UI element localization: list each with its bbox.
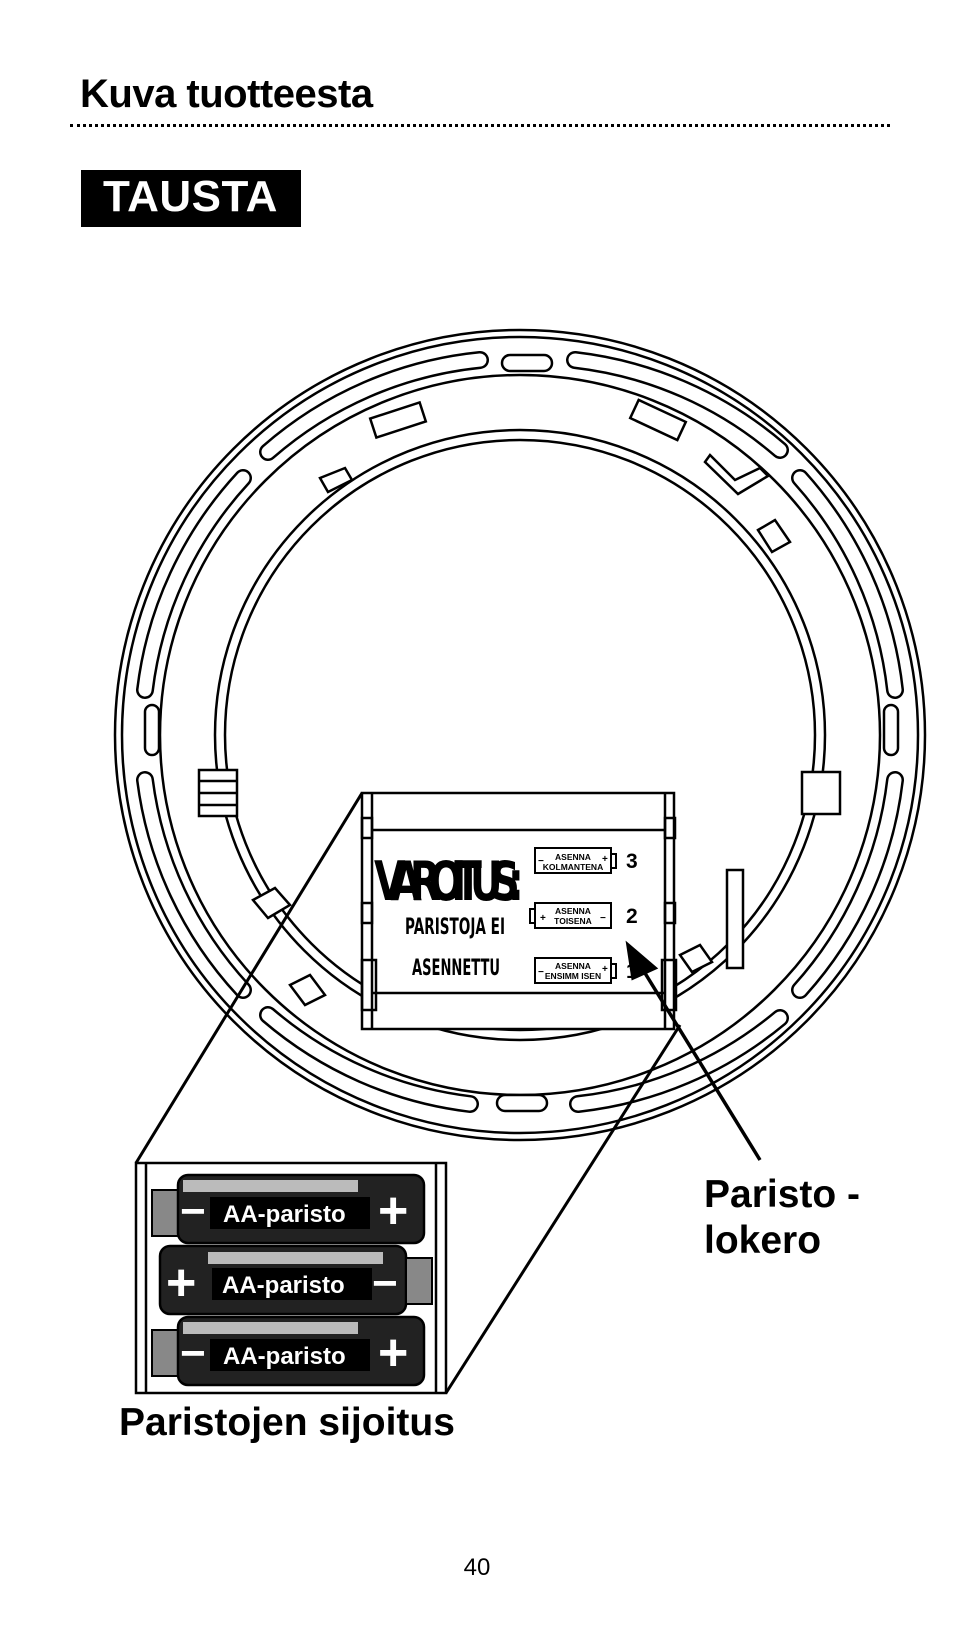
arc-slots-inner [138, 353, 902, 1111]
slot-2-number: 2 [626, 905, 638, 928]
battery-3-plus: + [378, 1324, 408, 1382]
warning-line-2: ASENNETTU [412, 956, 500, 981]
compartment-label-line1: Paristo - [704, 1173, 861, 1216]
slot-1-number: 1 [626, 960, 638, 983]
battery-placement-label: Paristojen sijoitus [119, 1401, 455, 1444]
battery-3-label: AA-paristo [223, 1343, 346, 1370]
aa-battery-1 [151, 1173, 426, 1245]
battery-2-label: AA-paristo [222, 1272, 345, 1299]
slot-boxes [529, 847, 617, 984]
slot-1-left-sign: − [538, 967, 544, 978]
aa-battery-3 [151, 1315, 426, 1387]
battery-1-label: AA-paristo [223, 1201, 346, 1228]
battery-1-minus: − [180, 1187, 206, 1236]
battery-2-minus: − [372, 1259, 398, 1308]
slot-3-right-sign: + [602, 854, 608, 865]
warning-title: VAROITUS: [374, 851, 524, 913]
dotted-divider [70, 124, 890, 127]
slot-2-line1: ASENNA [555, 906, 591, 916]
slot-3-line2: KOLMANTENA [543, 862, 603, 872]
slot-3-line1: ASENNA [555, 852, 591, 862]
slot-1-right-sign: + [602, 964, 608, 975]
base-tabs [197, 398, 842, 1007]
battery-1-plus: + [378, 1182, 408, 1240]
zoom-lines [134, 792, 682, 1394]
slot-2: ASENNA TOISENA + − 2 [540, 905, 638, 928]
battery-compartment-label: Paristo - lokero [704, 1172, 860, 1264]
section-tag-label: TAUSTA [103, 172, 278, 221]
slot-3: ASENNA KOLMANTENA − + 3 [538, 850, 638, 873]
slot-1-line1: ASENNA [555, 961, 591, 971]
slot-2-left-sign: + [540, 913, 546, 924]
aa-battery-2 [158, 1244, 433, 1316]
slot-3-left-sign: − [538, 856, 544, 867]
slot-2-right-sign: − [600, 913, 606, 924]
slot-1-line2: ENSIMM ISEN [545, 971, 601, 981]
slot-1: ASENNA ENSIMM ISEN − + 1 [538, 960, 638, 983]
warning-line-1: PARISTOJA EI [405, 915, 505, 940]
base-slots [143, 353, 900, 1113]
slot-3-number: 3 [626, 850, 638, 873]
page-number: 40 [463, 1554, 491, 1581]
section-tag: TAUSTA [81, 170, 301, 227]
pointer-arrow [625, 940, 762, 1161]
battery-2-plus: + [166, 1254, 196, 1312]
battery-3-minus: − [180, 1329, 206, 1378]
slot-2-line2: TOISENA [554, 916, 592, 926]
battery-compartment [360, 791, 678, 1031]
compartment-label-line2: lokero [704, 1219, 822, 1262]
page-title: Kuva tuotteesta [80, 72, 373, 116]
